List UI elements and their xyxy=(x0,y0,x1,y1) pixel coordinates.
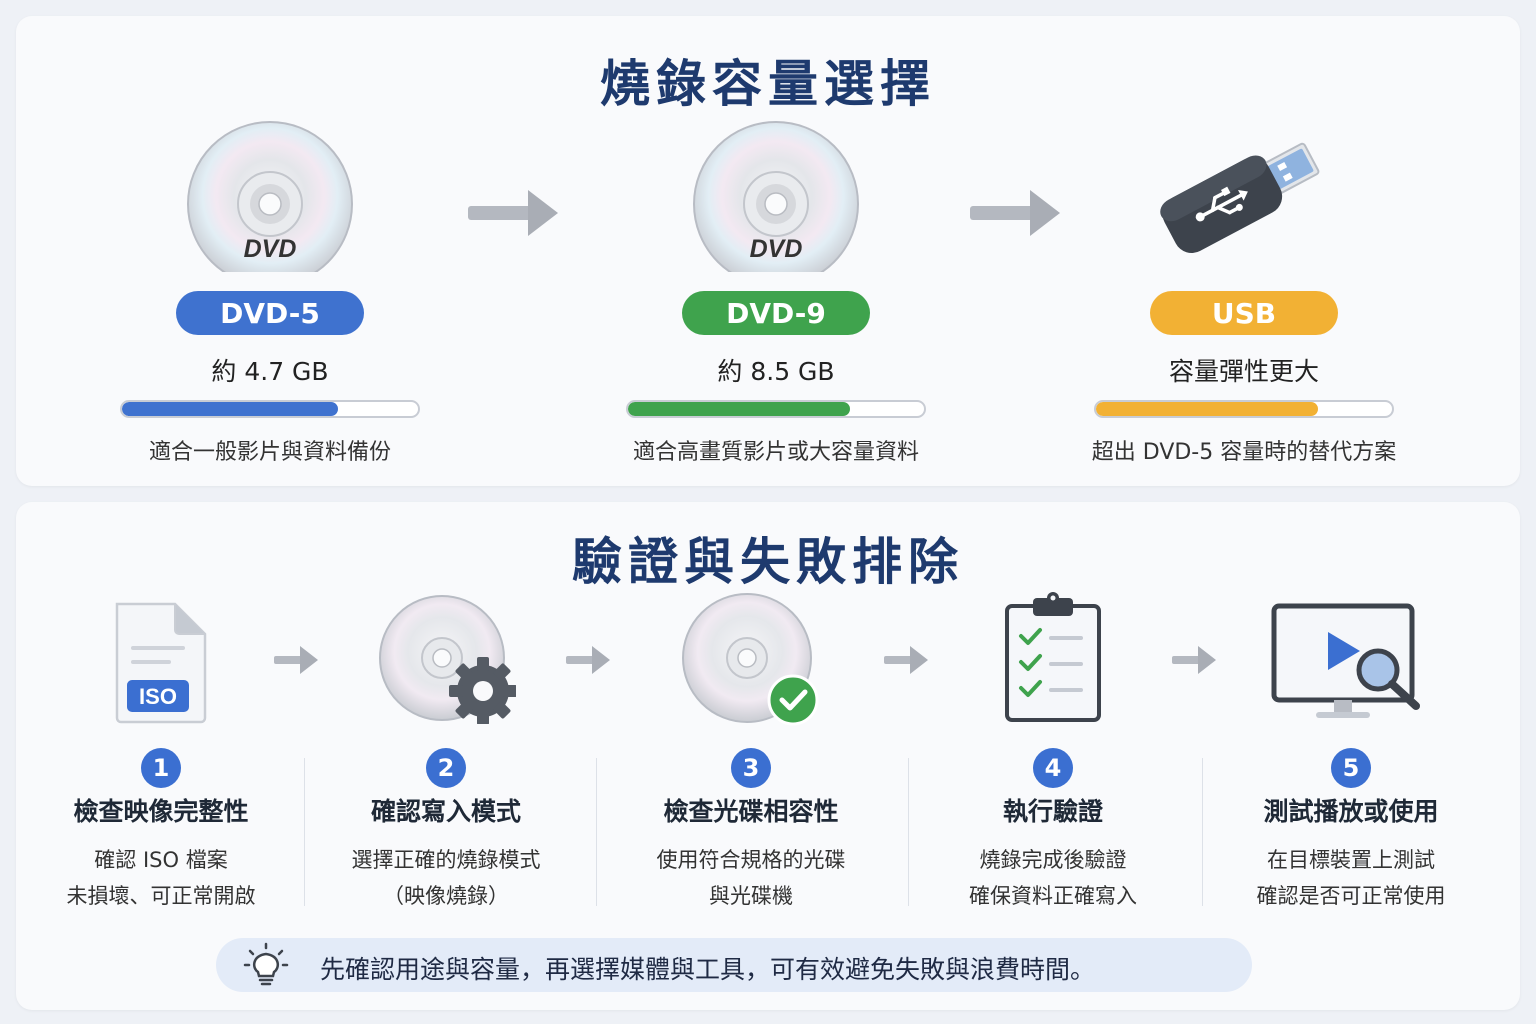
lightbulb-icon xyxy=(242,942,290,992)
step-desc-line: 使用符合規格的光碟 xyxy=(656,848,846,872)
dvd5-capacity-fill xyxy=(122,402,339,416)
dvd9-badge: DVD-9 xyxy=(682,291,870,335)
capacity-item-dvd5: DVD DVD-5 約 4.7 GB 適合一般影片與資料備份 xyxy=(100,16,440,486)
disc-check-icon xyxy=(681,592,821,730)
iso-label: ISO xyxy=(139,684,177,709)
step-desc: 燒錄完成後驗證 確保資料正確寫入 xyxy=(908,842,1198,914)
usb-size: 容量彈性更大 xyxy=(1168,357,1319,386)
dvd9-capacity-fill xyxy=(628,402,850,416)
step-desc-line: 選擇正確的燒錄模式 xyxy=(351,848,541,872)
step-5: 5 測試播放或使用 在目標裝置上測試 確認是否可正常使用 xyxy=(1206,502,1496,1010)
step-desc: 選擇正確的燒錄模式 （映像燒錄） xyxy=(301,842,591,914)
usb-drive-icon xyxy=(1154,122,1334,276)
step-desc-line: 未損壞、可正常開啟 xyxy=(66,884,256,908)
step-divider xyxy=(304,758,305,906)
arrow-right-icon xyxy=(1172,646,1216,674)
dvd9-desc: 適合高畫質影片或大容量資料 xyxy=(632,440,919,465)
dvd9-size: 約 8.5 GB xyxy=(717,357,835,386)
disc-settings-icon xyxy=(376,594,517,728)
step-divider xyxy=(1202,758,1203,906)
step-number: 3 xyxy=(731,748,771,788)
usb-capacity-bar xyxy=(1094,400,1394,418)
step-title: 檢查映像完整性 xyxy=(73,797,249,826)
dvd5-size: 約 4.7 GB xyxy=(211,357,329,386)
capacity-panel: 燒錄容量選擇 xyxy=(16,16,1520,486)
step-title: 執行驗證 xyxy=(1002,797,1103,826)
dvd5-capacity-bar xyxy=(120,400,420,418)
iso-file-icon: ISO xyxy=(113,600,209,728)
arrow-right-icon xyxy=(884,646,928,674)
verify-panel: 驗證與失敗排除 ISO 1 檢查映像完整性 確認 ISO 檔案 未損壞、可正常開… xyxy=(16,502,1520,1010)
step-title: 測試播放或使用 xyxy=(1263,797,1439,826)
dvd-disc-icon: DVD xyxy=(691,120,861,276)
step-number: 5 xyxy=(1331,748,1371,788)
arrow-right-icon xyxy=(566,646,610,674)
step-4: 4 執行驗證 燒錄完成後驗證 確保資料正確寫入 xyxy=(908,502,1198,1010)
dvd-logo-text: DVD xyxy=(244,235,297,263)
monitor-play-search-icon xyxy=(1266,600,1436,730)
usb-badge: USB xyxy=(1150,291,1338,335)
step-divider xyxy=(596,758,597,906)
capacity-title: 燒錄容量選擇 xyxy=(600,55,936,113)
step-2: 2 確認寫入模式 選擇正確的燒錄模式 （映像燒錄） xyxy=(301,502,591,1010)
checklist-icon xyxy=(1003,590,1103,728)
step-number: 1 xyxy=(141,748,181,788)
step-title: 檢查光碟相容性 xyxy=(663,797,839,826)
step-desc-line: 確認是否可正常使用 xyxy=(1256,884,1446,908)
step-desc-line: 燒錄完成後驗證 xyxy=(979,848,1127,872)
capacity-item-usb: USB 容量彈性更大 超出 DVD-5 容量時的替代方案 xyxy=(1074,16,1414,486)
usb-desc: 超出 DVD-5 容量時的替代方案 xyxy=(1091,440,1397,465)
step-desc: 使用符合規格的光碟 與光碟機 xyxy=(606,842,896,914)
arrow-right-icon xyxy=(468,190,558,236)
step-desc-line: 在目標裝置上測試 xyxy=(1267,848,1435,872)
step-desc-line: 確保資料正確寫入 xyxy=(969,884,1137,908)
step-desc-line: （映像燒錄） xyxy=(383,884,509,908)
tip-text: 先確認用途與容量，再選擇媒體與工具，可有效避免失敗與浪費時間。 xyxy=(320,955,1096,984)
step-desc-line: 與光碟機 xyxy=(709,884,793,908)
step-title: 確認寫入模式 xyxy=(370,797,521,826)
capacity-item-dvd9: DVD DVD-9 約 8.5 GB 適合高畫質影片或大容量資料 xyxy=(606,16,946,486)
dvd-disc-icon: DVD xyxy=(185,120,355,276)
step-desc-line: 確認 ISO 檔案 xyxy=(94,848,228,872)
step-divider xyxy=(908,758,909,906)
verify-title: 驗證與失敗排除 xyxy=(572,533,964,591)
step-desc: 確認 ISO 檔案 未損壞、可正常開啟 xyxy=(16,842,306,914)
step-desc: 在目標裝置上測試 確認是否可正常使用 xyxy=(1206,842,1496,914)
dvd9-capacity-bar xyxy=(626,400,926,418)
step-3: 3 檢查光碟相容性 使用符合規格的光碟 與光碟機 xyxy=(606,502,896,1010)
dvd5-badge: DVD-5 xyxy=(176,291,364,335)
dvd5-desc: 適合一般影片與資料備份 xyxy=(148,440,391,465)
tip-banner: 先確認用途與容量，再選擇媒體與工具，可有效避免失敗與浪費時間。 xyxy=(216,938,1252,992)
arrow-right-icon xyxy=(970,190,1060,236)
dvd-logo-text: DVD xyxy=(750,235,803,263)
arrow-right-icon xyxy=(274,646,318,674)
step-number: 2 xyxy=(426,748,466,788)
step-number: 4 xyxy=(1033,748,1073,788)
usb-capacity-fill xyxy=(1096,402,1318,416)
step-1: ISO 1 檢查映像完整性 確認 ISO 檔案 未損壞、可正常開啟 xyxy=(16,502,306,1010)
